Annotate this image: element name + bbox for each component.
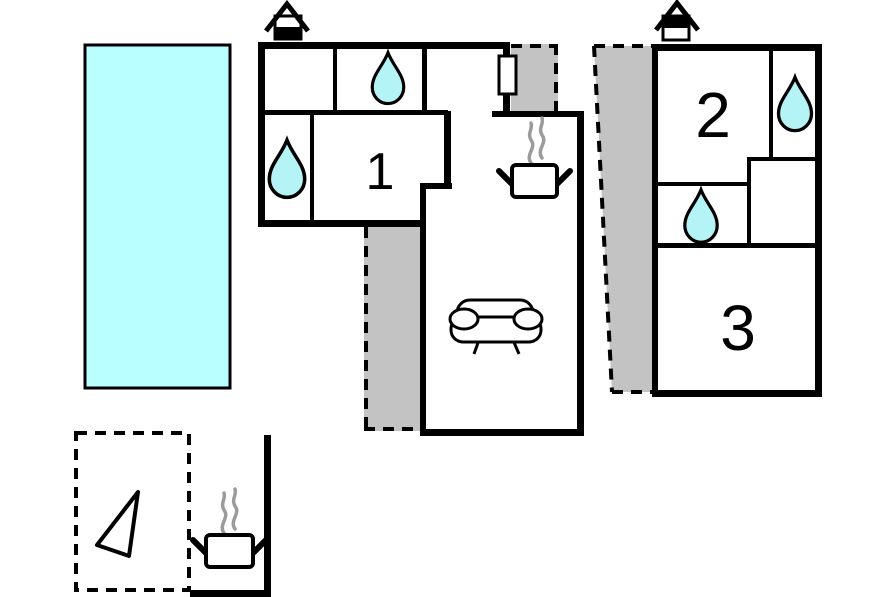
water-drop-shape <box>370 48 406 106</box>
wall-segment <box>258 42 265 227</box>
wall-segment <box>492 111 583 117</box>
room-1-label: 1 <box>366 143 395 201</box>
north-arrow-icon <box>95 490 140 558</box>
chimney-band <box>663 16 689 28</box>
wall-segment <box>420 183 452 189</box>
outdoor-kitchen-walls <box>190 435 271 597</box>
wall-segment <box>815 44 822 397</box>
interior-wall <box>658 243 815 248</box>
water-drop-icon <box>267 135 307 200</box>
terrace-guest-house-strip <box>592 44 652 394</box>
wall-segment <box>190 590 271 597</box>
swimming-pool <box>83 43 232 390</box>
stove-icon <box>190 487 269 569</box>
room-3-label: 3 <box>720 292 756 364</box>
wall-segment <box>420 183 426 436</box>
steam-line <box>527 121 535 165</box>
pot-body <box>204 533 255 569</box>
interior-wall <box>769 51 773 159</box>
water-drop-shape <box>267 135 307 200</box>
chimney-roof <box>264 0 310 33</box>
main-house-walls <box>258 42 584 436</box>
steam-line <box>231 487 239 531</box>
terrace-area <box>594 46 652 392</box>
pool-water <box>83 43 232 390</box>
water-drop-shape <box>683 185 719 244</box>
chimney-icon <box>654 0 700 42</box>
water-drop-icon <box>370 48 406 106</box>
pot-handle <box>496 168 515 187</box>
interior-wall <box>747 157 815 161</box>
interior-wall <box>422 49 427 115</box>
interior-wall <box>747 159 751 245</box>
stove-icon <box>496 116 573 199</box>
wall-segment <box>652 390 822 397</box>
steam-line <box>220 491 228 535</box>
pot-handle <box>190 537 209 556</box>
terrace-main-house-left-strip <box>364 227 422 431</box>
steam-line <box>538 116 546 160</box>
wall-segment <box>577 111 584 436</box>
wall-segment <box>444 111 451 189</box>
water-drop-icon <box>683 185 719 244</box>
pot-body <box>510 163 559 199</box>
interior-wall <box>310 115 314 220</box>
wall-segment <box>652 44 822 51</box>
wall-segment <box>258 42 510 49</box>
chimney-icon <box>264 0 310 41</box>
interior-wall <box>333 49 337 112</box>
guest-house-walls <box>652 44 822 397</box>
wall-segment <box>652 44 658 397</box>
terrace-area <box>74 431 191 592</box>
terrace-dashed-edge <box>592 45 614 393</box>
interior-wall <box>658 182 749 186</box>
terrace-bottom-left <box>74 431 191 592</box>
pot-handle <box>250 537 269 556</box>
terrace-area <box>511 44 558 112</box>
interior-wall <box>262 110 448 115</box>
wall-segment <box>264 435 271 597</box>
room-2-label: 2 <box>695 79 731 151</box>
terrace-area <box>364 227 422 431</box>
wall-segment <box>420 429 584 436</box>
sofa-armrest <box>512 307 544 331</box>
water-drop-icon <box>776 72 814 133</box>
wall-segment <box>258 220 426 227</box>
water-drop-shape <box>776 72 814 133</box>
pot-handle <box>554 168 573 187</box>
terrace-top-right-of-main-house <box>511 44 558 112</box>
sofa-icon <box>448 298 544 355</box>
window-marker <box>497 54 518 96</box>
sofa-armrest <box>448 307 480 331</box>
chimney-band <box>275 27 301 38</box>
chimney-roof <box>654 0 700 32</box>
